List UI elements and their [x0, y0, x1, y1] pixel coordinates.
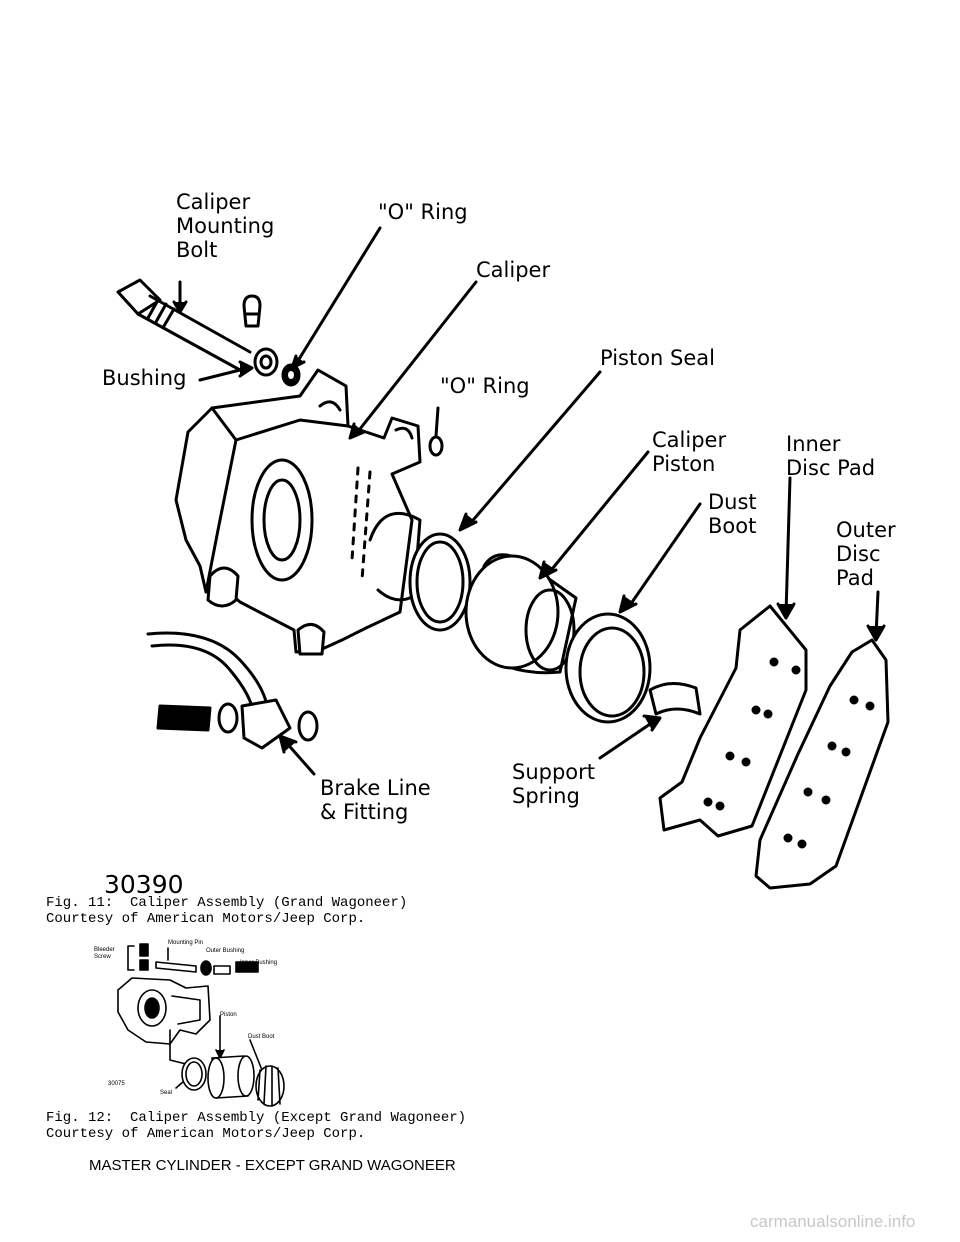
label-dust-boot-small: Dust Boot	[248, 1034, 275, 1040]
bushing-part	[253, 347, 279, 377]
outer-disc-pad-part	[754, 638, 890, 890]
label-inner-disc-pad: Inner Disc Pad	[786, 432, 876, 480]
piston-seal-part	[408, 532, 472, 632]
label-caliper-piston: Caliper Piston	[652, 428, 727, 476]
leader-lines	[172, 226, 886, 776]
watermark: carmanualsonline.info	[750, 1212, 916, 1231]
label-support-spring: Support Spring	[512, 760, 596, 808]
label-o-ring-top: "O" Ring	[378, 200, 468, 224]
caliper-piston-part	[464, 553, 578, 675]
label-outer-disc-pad: Outer Disc Pad	[836, 518, 896, 590]
caliper-body	[174, 368, 422, 656]
label-seal: Seal	[160, 1090, 173, 1096]
label-outer-bushing: Outer Bushing	[206, 948, 245, 954]
figure-12-caption-credit: Courtesy of American Motors/Jeep Corp.	[46, 1126, 366, 1142]
label-inner-bushing: Inner Bushing	[240, 960, 278, 966]
figure-11-caption-title: Fig. 11: Caliper Assembly (Grand Wagonee…	[46, 895, 408, 911]
label-piston-seal: Piston Seal	[600, 346, 715, 370]
figure-11-caption-credit: Courtesy of American Motors/Jeep Corp.	[46, 911, 366, 927]
label-brake-line-fitting: Brake Line & Fitting	[320, 776, 431, 824]
label-caliper: Caliper	[476, 258, 551, 282]
label-dust-boot: Dust Boot	[708, 490, 757, 538]
label-caliper-mounting-bolt: Caliper Mounting Bolt	[176, 190, 275, 262]
bleeder-screw	[242, 294, 262, 328]
figure-12-caption-title: Fig. 12: Caliper Assembly (Except Grand …	[46, 1110, 467, 1126]
caliper-mounting-bolt	[116, 278, 252, 372]
label-piston: Piston	[220, 1012, 237, 1018]
figure-11-code: 30390	[104, 870, 184, 899]
inner-disc-pad-part	[658, 604, 808, 838]
label-bleeder-screw: Bleeder Screw	[94, 947, 115, 960]
label-bushing: Bushing	[102, 366, 187, 390]
section-heading: MASTER CYLINDER - EXCEPT GRAND WAGONEER	[89, 1157, 456, 1174]
figure-12-code: 30075	[108, 1081, 125, 1087]
support-spring-part	[648, 682, 702, 716]
dust-boot-part	[564, 612, 652, 724]
brake-line-part	[146, 631, 319, 750]
label-mounting-pin: Mounting Pin	[168, 940, 204, 946]
label-o-ring-mid: "O" Ring	[440, 374, 530, 398]
